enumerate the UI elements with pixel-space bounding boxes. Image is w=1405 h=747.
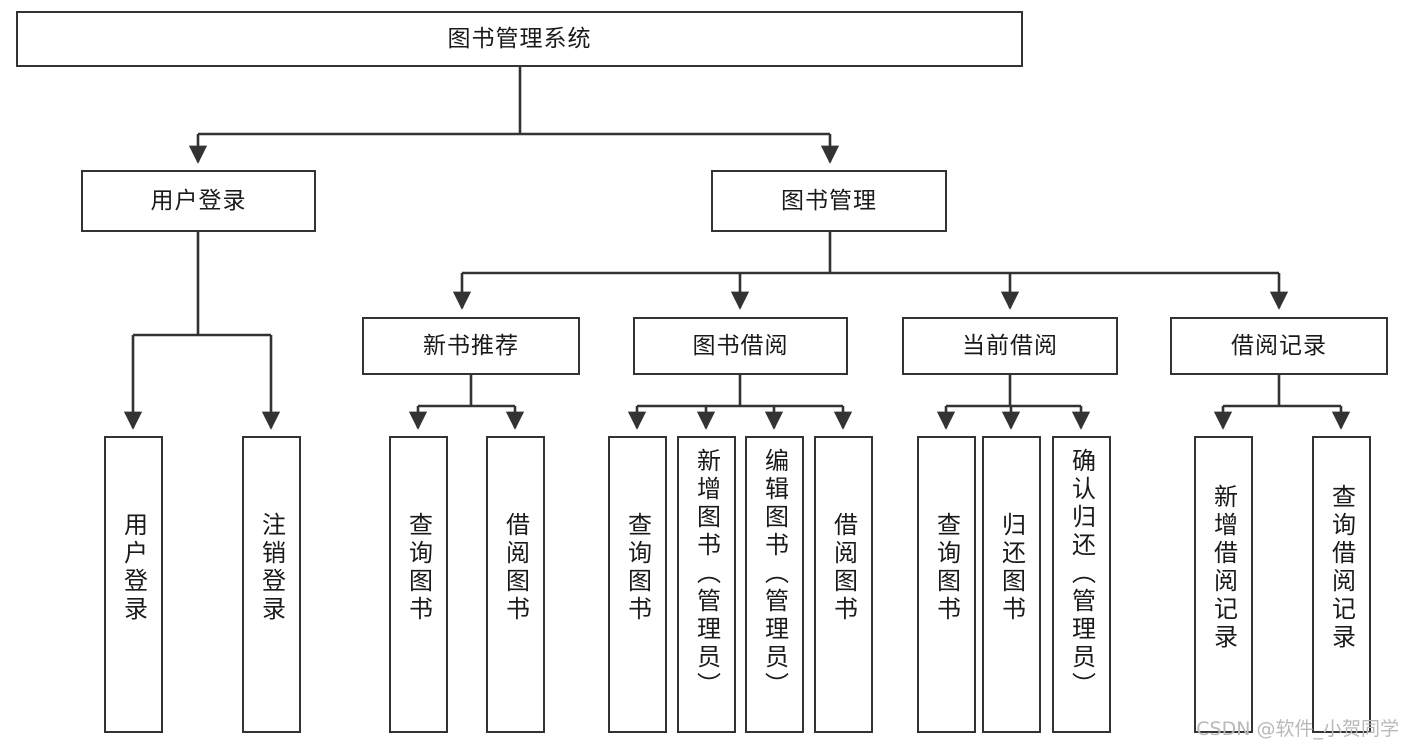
node-book-borrow[interactable]: 图书借阅 — [633, 317, 848, 375]
node-borrow-record[interactable]: 借阅记录 — [1170, 317, 1388, 375]
node-leaf-borrow-book-1-label: 借阅图书 — [501, 512, 530, 624]
node-leaf-edit-book-label: 编辑图书（管理员） — [760, 448, 789, 700]
node-leaf-borrow-book-1[interactable]: 借阅图书 — [486, 436, 545, 733]
node-leaf-add-book-label: 新增图书（管理员） — [692, 448, 721, 700]
node-user-login[interactable]: 用户登录 — [81, 170, 316, 232]
node-current-borrow-label: 当前借阅 — [962, 332, 1058, 359]
node-leaf-user-login[interactable]: 用户登录 — [104, 436, 163, 733]
node-leaf-add-record[interactable]: 新增借阅记录 — [1194, 436, 1253, 733]
node-book-management-label: 图书管理 — [781, 187, 877, 214]
node-leaf-user-login-label: 用户登录 — [119, 512, 148, 624]
node-leaf-return-book-label: 归还图书 — [997, 512, 1026, 624]
node-leaf-query-record-label: 查询借阅记录 — [1327, 484, 1356, 652]
node-leaf-add-book[interactable]: 新增图书（管理员） — [677, 436, 736, 733]
node-book-borrow-label: 图书借阅 — [692, 332, 789, 359]
node-user-login-label: 用户登录 — [150, 187, 247, 214]
node-current-borrow[interactable]: 当前借阅 — [902, 317, 1118, 375]
node-leaf-return-book[interactable]: 归还图书 — [982, 436, 1041, 733]
node-root-label: 图书管理系统 — [447, 25, 592, 52]
node-leaf-logout[interactable]: 注销登录 — [242, 436, 301, 733]
csdn-watermark: CSDN @软件_小贺同学 — [1196, 718, 1399, 740]
node-book-management[interactable]: 图书管理 — [711, 170, 947, 232]
node-leaf-query-book-3[interactable]: 查询图书 — [917, 436, 976, 733]
node-leaf-add-record-label: 新增借阅记录 — [1209, 484, 1238, 652]
node-leaf-logout-label: 注销登录 — [257, 512, 286, 624]
node-leaf-confirm-return[interactable]: 确认归还（管理员） — [1052, 436, 1111, 733]
node-leaf-confirm-return-label: 确认归还（管理员） — [1067, 448, 1096, 700]
node-new-book-recommend[interactable]: 新书推荐 — [362, 317, 580, 375]
node-leaf-borrow-book-2-label: 借阅图书 — [829, 512, 858, 624]
node-new-book-recommend-label: 新书推荐 — [423, 332, 519, 359]
node-leaf-query-record[interactable]: 查询借阅记录 — [1312, 436, 1371, 733]
node-leaf-borrow-book-2[interactable]: 借阅图书 — [814, 436, 873, 733]
node-leaf-query-book-1[interactable]: 查询图书 — [389, 436, 448, 733]
node-leaf-query-book-1-label: 查询图书 — [404, 512, 433, 624]
node-leaf-query-book-3-label: 查询图书 — [932, 512, 961, 624]
node-leaf-query-book-2-label: 查询图书 — [623, 512, 652, 624]
node-leaf-edit-book[interactable]: 编辑图书（管理员） — [745, 436, 804, 733]
node-borrow-record-label: 借阅记录 — [1231, 332, 1327, 359]
node-leaf-query-book-2[interactable]: 查询图书 — [608, 436, 667, 733]
node-root[interactable]: 图书管理系统 — [16, 11, 1023, 67]
